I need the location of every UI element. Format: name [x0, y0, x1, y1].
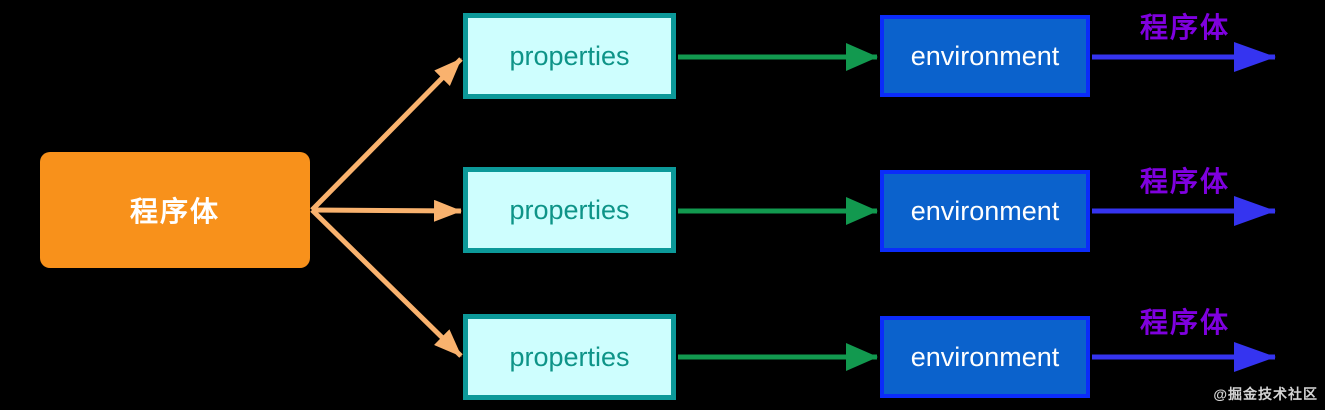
output-label: 程序体 — [1139, 12, 1230, 43]
properties-node-label: properties — [509, 341, 630, 372]
fan-arrow-top — [310, 57, 463, 212]
output-label: 程序体 — [1139, 166, 1230, 197]
properties-node: properties — [463, 314, 676, 400]
properties-node: properties — [463, 167, 676, 253]
source-node-label: 程序体 — [129, 196, 220, 227]
environment-node-label: environment — [910, 40, 1060, 71]
environment-node: environment — [880, 316, 1090, 398]
fan-arrow-bottom — [310, 208, 463, 358]
fan-arrow-middle — [311, 199, 462, 222]
source-node: 程序体 — [40, 152, 310, 268]
environment-node-label: environment — [910, 341, 1060, 372]
properties-node-label: properties — [509, 40, 630, 71]
watermark: @掘金技术社区 — [1213, 386, 1318, 402]
properties-node: properties — [463, 13, 676, 99]
environment-node: environment — [880, 170, 1090, 252]
properties-node-label: properties — [509, 194, 630, 225]
output-label: 程序体 — [1139, 307, 1230, 338]
environment-node: environment — [880, 15, 1090, 97]
environment-node-label: environment — [910, 195, 1060, 226]
